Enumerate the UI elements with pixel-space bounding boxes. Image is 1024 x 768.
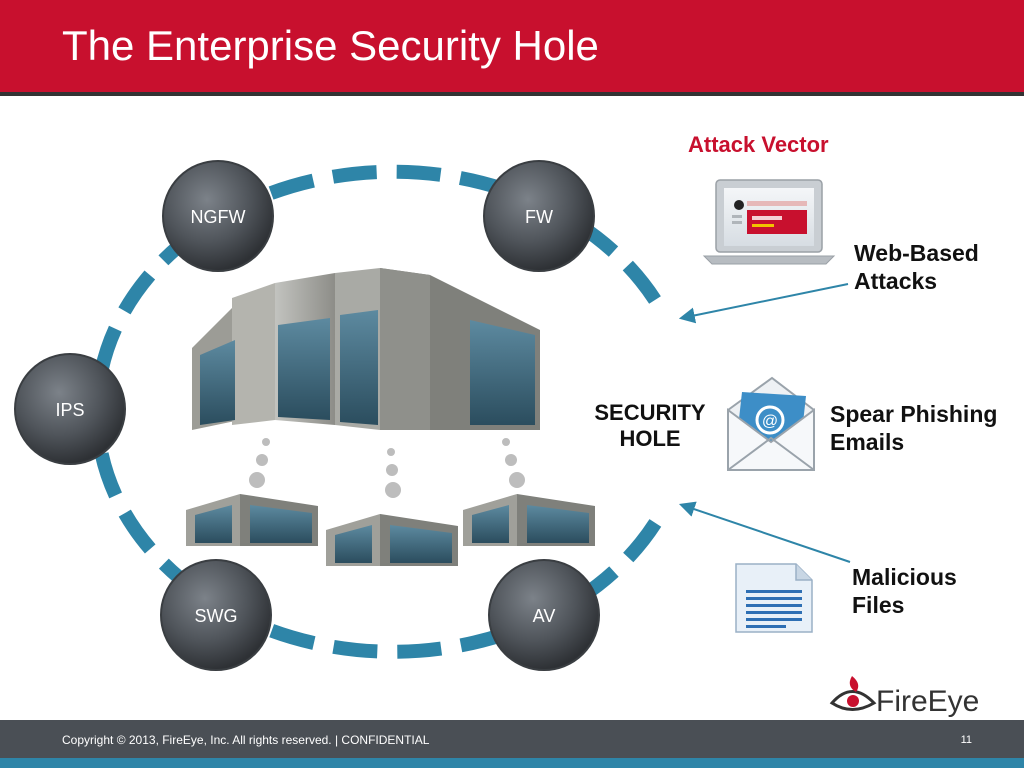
fireeye-logo-text: FireEye [876, 685, 980, 718]
web-based-attacks-label: Web-Based Attacks [854, 240, 979, 295]
security-hole-line1: SECURITY [594, 400, 706, 425]
slide-title: The Enterprise Security Hole [62, 22, 599, 69]
malicious-files-label: Malicious Files [852, 564, 957, 619]
branch-building-icon [326, 514, 458, 566]
node-fw: FW [483, 160, 595, 272]
malicious-files-line2: Files [852, 591, 905, 618]
page-number: 11 [960, 734, 972, 746]
spear-phishing-line2: Emails [830, 428, 905, 455]
node-fw-label: FW [525, 207, 553, 227]
node-swg-label: SWG [195, 606, 238, 626]
laptop-icon [702, 179, 836, 265]
node-ips-label: IPS [55, 400, 84, 420]
malicious-files-line1: Malicious [852, 564, 957, 590]
file-attack-arrow [678, 501, 851, 563]
branch-building-icon [463, 494, 595, 546]
web-based-attacks-line1: Web-Based [854, 240, 979, 266]
web-based-attacks-line2: Attacks [854, 267, 938, 294]
attack-vector-heading: Attack Vector [688, 132, 829, 157]
email-envelope-icon: @ [727, 376, 815, 471]
node-ngfw-label: NGFW [191, 207, 246, 227]
fireeye-logo-icon [829, 676, 877, 711]
node-av-label: AV [533, 606, 556, 626]
security-hole-label: SECURITY HOLE [580, 400, 720, 453]
branch-building-icon [186, 494, 318, 546]
slide-footer: Copyright © 2013, FireEye, Inc. All righ… [0, 720, 1024, 768]
node-av: AV [488, 559, 600, 671]
slide-header: The Enterprise Security Hole [0, 0, 1024, 96]
node-swg: SWG [160, 559, 272, 671]
document-icon [735, 563, 813, 633]
node-ips: IPS [14, 353, 126, 465]
connection-dots [249, 438, 525, 498]
security-diagram: NGFW FW IPS SWG AV @ [14, 160, 877, 711]
main-building-icon [192, 268, 540, 430]
spear-phishing-label: Spear Phishing Emails [830, 401, 997, 456]
copyright-text: Copyright © 2013, FireEye, Inc. All righ… [62, 733, 430, 747]
web-attack-arrow [678, 283, 849, 324]
spear-phishing-line1: Spear Phishing [830, 401, 998, 427]
security-hole-line2: HOLE [619, 426, 681, 452]
node-ngfw: NGFW [162, 160, 274, 272]
svg-text:@: @ [762, 413, 778, 430]
